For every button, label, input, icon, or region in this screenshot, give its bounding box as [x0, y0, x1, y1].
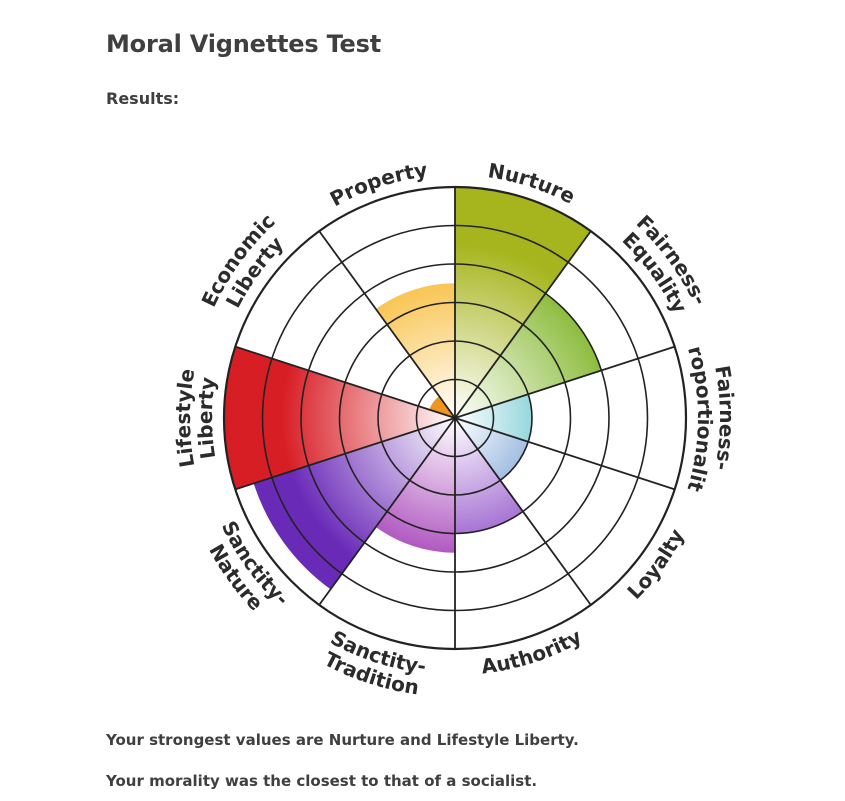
grid-spoke [318, 230, 456, 419]
page-title: Moral Vignettes Test [106, 30, 381, 58]
grid-spoke [454, 417, 675, 491]
wedge-fairness-equality [455, 293, 602, 418]
grid-spoke [454, 345, 675, 419]
wedge-economic-liberty-inner [429, 396, 455, 418]
wedge-sanctity-nature [253, 418, 455, 590]
axis-label-lifestyle-liberty: Lifestyle [171, 367, 199, 469]
grid-spoke [318, 417, 456, 606]
axis-label-lifestyle-liberty: Liberty [193, 376, 220, 461]
wedge-authority [455, 418, 523, 534]
axis-label-authority: Authority [480, 624, 586, 678]
grid-spoke [235, 417, 456, 491]
wedge-nurture [455, 187, 591, 418]
grid-spoke [454, 417, 592, 606]
grid-spoke [454, 230, 592, 419]
summary-closest-ideology: Your morality was the closest to that of… [106, 772, 538, 790]
axis-label-property: Property [326, 158, 429, 212]
grid-spoke [235, 345, 456, 419]
wedge-loyalty [455, 418, 529, 481]
summary-strongest-values: Your strongest values are Nurture and Li… [106, 731, 579, 749]
chart-grid [222, 185, 688, 651]
results-label: Results: [106, 89, 180, 108]
moral-wheel-chart: NurtureFairness-EqualityFairness-Proport… [150, 130, 739, 700]
